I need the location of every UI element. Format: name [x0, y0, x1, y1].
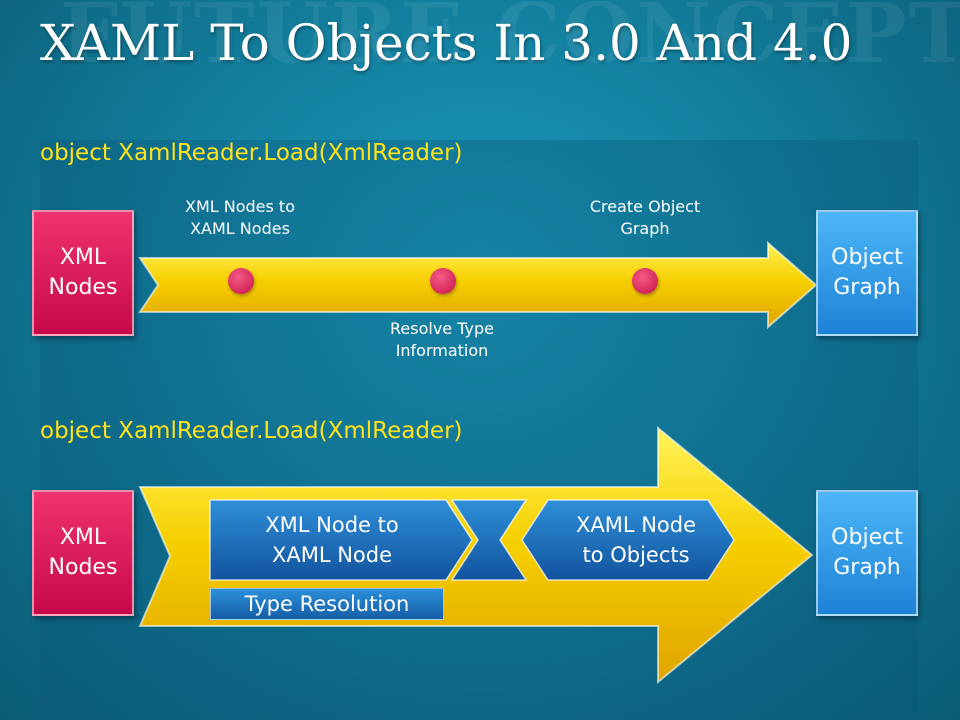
top-process-arrow — [138, 240, 818, 330]
background-watermark: FUTURE CONCEPT — [60, 0, 960, 82]
bottom-object-graph-box: Object Graph — [816, 490, 918, 616]
top-section-heading: object XamlReader.Load(XmlReader) — [40, 140, 463, 166]
step-dot-1 — [228, 268, 254, 294]
slide-title: XAML To Objects In 3.0 And 4.0 — [40, 14, 853, 72]
bottom-object-graph-label: Object Graph — [831, 525, 903, 580]
type-resolution-bar: Type Resolution — [210, 588, 444, 620]
bottom-xml-nodes-label: XML Nodes — [48, 525, 118, 580]
step-dot-2 — [430, 268, 456, 294]
bottom-section-heading: object XamlReader.Load(XmlReader) — [40, 418, 463, 444]
stage-chevron-left — [209, 499, 473, 581]
top-object-graph-label: Object Graph — [831, 245, 903, 300]
step-label-2: Resolve Type Information — [390, 319, 494, 361]
stage-xaml-to-objects-label: XAML Node to Objects — [575, 512, 697, 567]
type-resolution-label: Type Resolution — [244, 592, 410, 616]
stage-connector-x — [450, 499, 528, 581]
step-label-3: Create Object Graph — [589, 197, 701, 239]
top-object-graph-box: Object Graph — [816, 210, 918, 336]
top-xml-nodes-label: XML Nodes — [48, 245, 118, 300]
stage-xml-to-xaml-label: XML Node to XAML Node — [265, 512, 399, 567]
step-dot-3 — [632, 268, 658, 294]
step-label-1: XML Nodes to XAML Nodes — [184, 197, 295, 239]
top-xml-nodes-box: XML Nodes — [32, 210, 134, 336]
stage-chevron-right — [521, 499, 735, 581]
bottom-xml-nodes-box: XML Nodes — [32, 490, 134, 616]
